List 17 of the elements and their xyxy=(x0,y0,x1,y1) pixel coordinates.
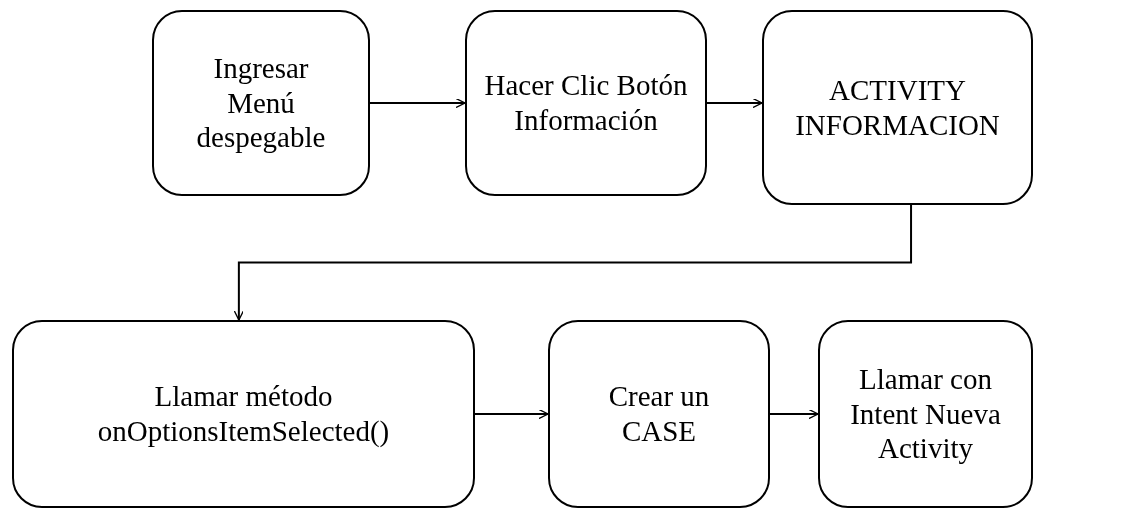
step-label: Ingresar Menú despegable xyxy=(195,50,327,156)
arrow xyxy=(706,97,763,109)
process-box xyxy=(465,10,707,196)
process-box xyxy=(548,320,770,508)
process-box xyxy=(152,10,370,196)
step-label: Llamar con Intent Nueva Activity xyxy=(849,361,1002,467)
process-box xyxy=(762,10,1033,205)
arrow xyxy=(233,204,913,321)
arrow xyxy=(369,97,466,109)
step-label: Hacer Clic Botón Información xyxy=(483,68,689,138)
arrow xyxy=(474,408,549,420)
step-label: ACTIVITY INFORMACION xyxy=(794,72,1001,143)
process-box xyxy=(12,320,475,508)
arrow xyxy=(769,408,819,420)
step-label: Crear un CASE xyxy=(607,379,711,449)
process-box xyxy=(818,320,1033,508)
step-label: Llamar método onOptionsItemSelected() xyxy=(96,379,391,449)
